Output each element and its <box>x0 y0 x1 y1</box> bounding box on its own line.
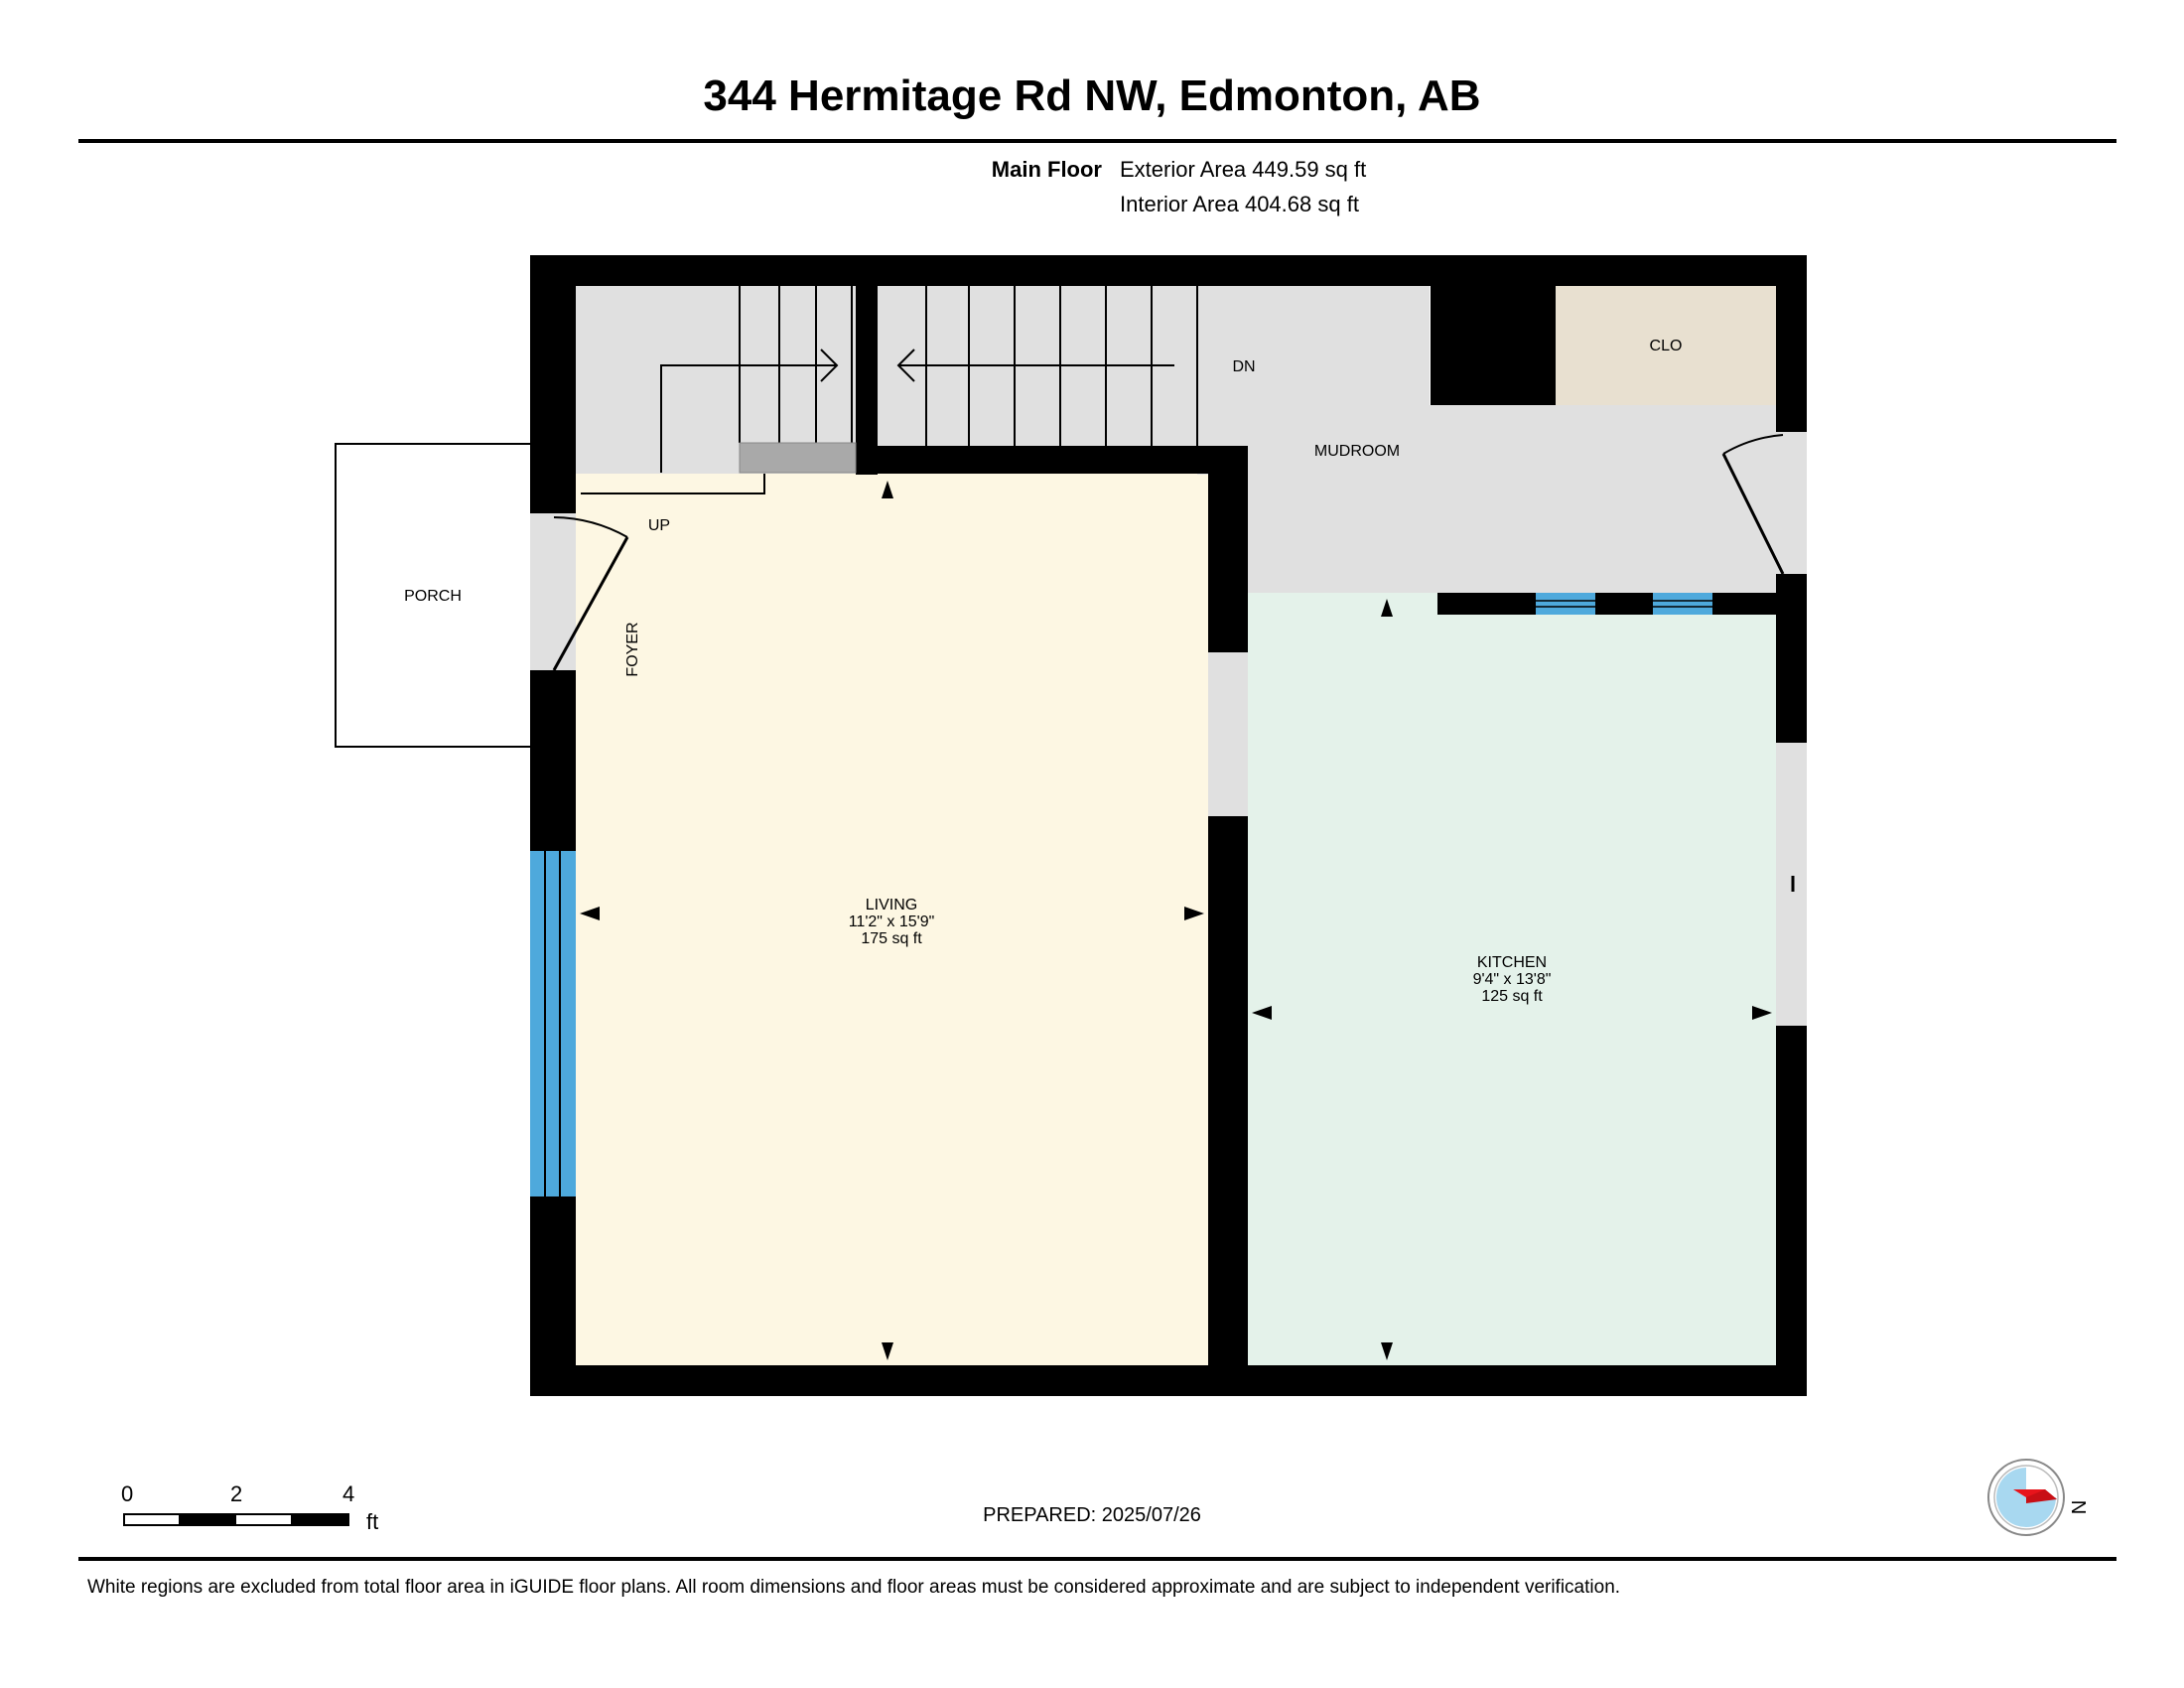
compass-north-label: N <box>2067 1500 2089 1514</box>
front-door <box>530 513 629 671</box>
porch-label: PORCH <box>404 588 462 605</box>
living-room <box>576 474 1208 1365</box>
porch-outline <box>335 443 530 748</box>
back-door <box>1721 432 1807 575</box>
interior-area: Interior Area 404.68 sq ft <box>1120 192 1359 216</box>
disclaimer-text: White regions are excluded from total fl… <box>87 1577 1621 1598</box>
kitchen-area: 125 sq ft <box>1481 988 1543 1005</box>
window-left <box>530 851 576 1196</box>
closet-area <box>1556 286 1776 405</box>
header-divider <box>78 139 2116 143</box>
stair-foyer-area <box>576 286 1197 474</box>
kitchen-room <box>1248 593 1776 1365</box>
dimension-arrows <box>580 481 1772 1360</box>
kitchen-dimensions: 9'4" x 13'8" <box>1473 971 1552 988</box>
page-title: 344 Hermitage Rd NW, Edmonton, AB <box>703 71 1481 120</box>
mudroom-area <box>1248 405 1776 593</box>
wall-kitchen-top <box>1437 593 1776 615</box>
scale-tick-2: 2 <box>230 1481 243 1506</box>
living-kitchen-opening <box>1208 652 1248 816</box>
stairs-up <box>581 286 857 494</box>
stairs-down <box>896 286 1198 446</box>
scale-tick-0: 0 <box>121 1481 134 1506</box>
mudroom-label: MUDROOM <box>1314 443 1400 460</box>
wall-bottom <box>530 1365 1807 1396</box>
scale-bar <box>123 1513 349 1526</box>
wall-right-upper <box>1776 255 1807 432</box>
closet-label: CLO <box>1650 338 1683 354</box>
wall-stair-divider <box>856 286 878 475</box>
living-label: LIVING <box>866 897 917 914</box>
wall-center-upper <box>1208 446 1248 652</box>
scale-unit: ft <box>366 1509 379 1534</box>
wall-center-lower <box>1208 816 1248 1365</box>
floor-name: Main Floor <box>991 157 1102 182</box>
stairs-down-label: DN <box>1232 358 1255 375</box>
living-area: 175 sq ft <box>861 930 922 947</box>
compass-icon: N <box>1987 1459 2089 1536</box>
foyer-label: FOYER <box>624 622 641 676</box>
stairs-up-label: UP <box>648 517 670 534</box>
kitchen-label: KITCHEN <box>1477 954 1547 971</box>
footer-divider <box>78 1557 2116 1561</box>
living-dimensions: 11'2" x 15'9" <box>849 914 935 930</box>
chimney-block <box>1431 286 1556 405</box>
prepared-date: PREPARED: 2025/07/26 <box>983 1504 1201 1526</box>
window-kitchen-2 <box>1653 593 1712 615</box>
wall-top <box>530 255 1807 286</box>
scale-tick-4: 4 <box>342 1481 355 1506</box>
wall-left-upper <box>530 255 576 513</box>
exterior-area: Exterior Area 449.59 sq ft <box>1120 157 1367 182</box>
window-kitchen-1 <box>1536 593 1595 615</box>
kitchen-side-door <box>1776 743 1807 1026</box>
wall-living-top <box>856 446 1248 474</box>
wall-right-mid <box>1776 574 1807 743</box>
wall-right-lower <box>1776 1026 1807 1396</box>
